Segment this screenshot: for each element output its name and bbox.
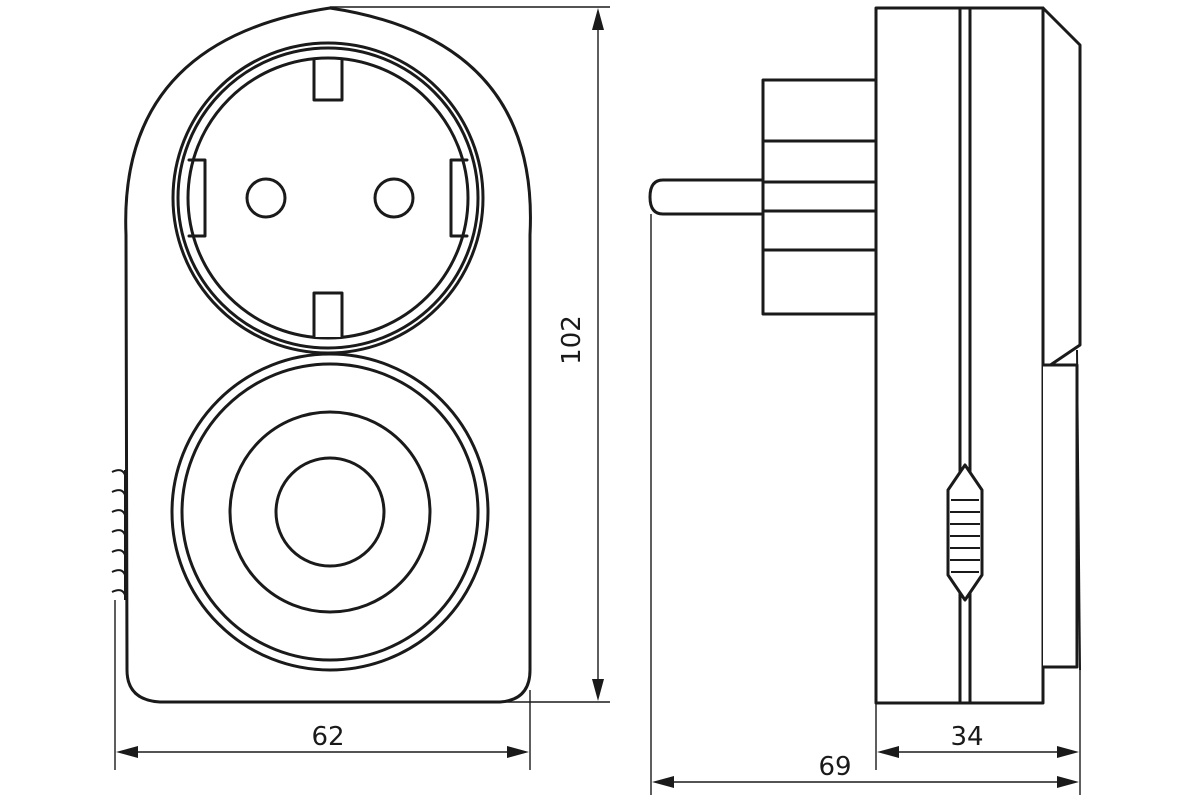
side-housing	[874, 6, 1082, 705]
front-view	[111, 6, 532, 704]
adjustment-knob	[170, 352, 490, 672]
pin-hole-right	[373, 177, 415, 219]
dimension-total-depth-label: 69	[818, 752, 851, 782]
dimension-body-depth: 34	[875, 670, 1081, 795]
plug-pin	[648, 178, 765, 216]
side-knob-protrusion	[1041, 363, 1079, 669]
pin-hole-left	[245, 177, 287, 219]
earth-clip-top	[312, 58, 344, 102]
side-slider	[946, 463, 984, 602]
dimension-height-label: 102	[557, 315, 587, 365]
side-view	[648, 6, 1082, 705]
socket-outlet	[171, 41, 485, 355]
dimension-body-depth-label: 34	[950, 722, 983, 752]
grip-ridges	[111, 469, 126, 600]
plug-body	[761, 78, 878, 316]
dimension-height: 102	[330, 6, 610, 703]
dimension-total-depth: 69	[650, 214, 1079, 795]
dimension-front-width: 62	[114, 600, 531, 770]
earth-clip-bottom	[312, 291, 344, 339]
dimension-front-width-label: 62	[311, 722, 344, 752]
